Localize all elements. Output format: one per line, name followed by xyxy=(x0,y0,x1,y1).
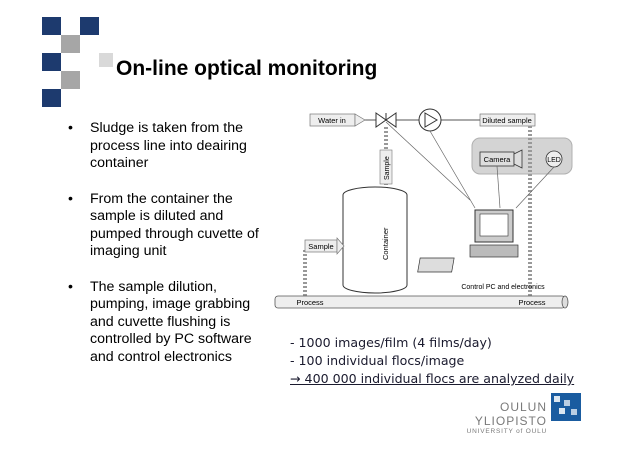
led-label: LED xyxy=(547,157,561,164)
university-name: OULUN YLIOPISTO xyxy=(474,400,547,428)
decor-square xyxy=(80,17,99,35)
stats-block: - 1000 images/film (4 films/day) - 100 i… xyxy=(290,334,574,388)
control-label: Control PC and electronics xyxy=(461,284,545,291)
stat-line: → 400 000 individual flocs are analyzed … xyxy=(290,371,575,386)
bullet-item: •Sludge is taken from the process line i… xyxy=(68,120,247,171)
sample-vertical-label: Sample xyxy=(384,156,391,180)
stat-line: - 1000 images/film (4 films/day) xyxy=(290,335,492,350)
bullet-list: •Sludge is taken from the process line i… xyxy=(66,120,276,384)
bullet-text: From the container the sample is diluted… xyxy=(90,190,259,260)
decor-square xyxy=(42,89,61,107)
camera-label: Camera xyxy=(484,155,512,164)
arrow-icon xyxy=(354,113,366,127)
university-sub: UNIVERSITY of OULU xyxy=(466,428,547,435)
decor-square xyxy=(61,35,80,53)
process-left-label: Process xyxy=(296,298,323,307)
bullet-item: •The sample dilution, pumping, image gra… xyxy=(68,278,252,365)
valve-icon xyxy=(375,112,387,128)
sample-label: Sample xyxy=(308,242,333,251)
bullet-item: •From the container the sample is dilute… xyxy=(68,190,259,260)
decor-square xyxy=(42,17,61,35)
university-logo-icon xyxy=(551,393,581,421)
bullet-text: Sludge is taken from the process line in… xyxy=(90,120,247,171)
container-label: Container xyxy=(381,227,390,260)
process-right-label: Process xyxy=(518,298,545,307)
process-diagram: Diluted sample Water in Camera LED Sampl… xyxy=(274,108,573,309)
keyboard-icon xyxy=(417,257,455,273)
diluted-sample-label: Diluted sample xyxy=(482,116,532,125)
water-in-label: Water in xyxy=(318,116,346,125)
university-wordmark: OULUN YLIOPISTO UNIVERSITY of OULU xyxy=(435,400,547,435)
decor-square xyxy=(99,53,113,67)
slide-title: On-line optical monitoring xyxy=(116,57,378,80)
bullet-text: The sample dilution, pumping, image grab… xyxy=(90,278,252,365)
decor-square xyxy=(61,71,80,89)
decor-square xyxy=(42,53,61,71)
stat-line: - 100 individual flocs/image xyxy=(290,353,465,368)
